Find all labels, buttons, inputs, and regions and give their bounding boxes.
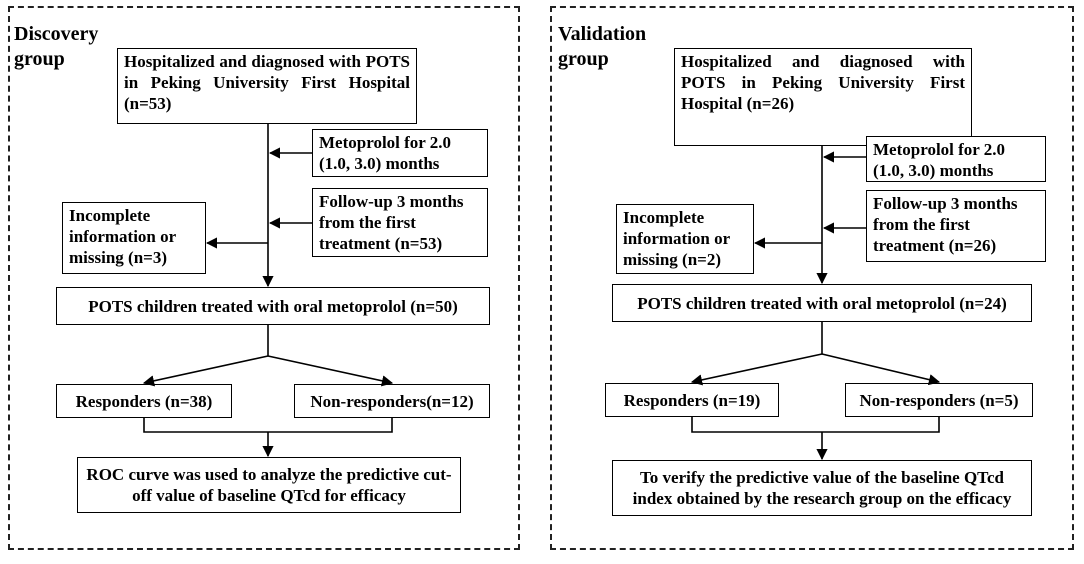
validation-incomplete-box: Incomplete information or missing (n=2): [616, 204, 754, 274]
validation-merge-bracket: [691, 417, 940, 433]
discovery-incomplete-box: Incomplete information or missing (n=3): [62, 202, 206, 274]
discovery-responders-arrow: [142, 355, 269, 387]
validation-followup-box: Follow-up 3 months from the first treatm…: [866, 190, 1046, 262]
validation-responders-box: Responders (n=19): [605, 383, 779, 417]
discovery-followup-box: Follow-up 3 months from the first treatm…: [312, 188, 488, 257]
validation-metoprolol-box: Metoprolol for 2.0 (1.0, 3.0) months: [866, 136, 1046, 182]
validation-nonresponders-arrow: [821, 353, 941, 386]
discovery-nonresponders-box: Non-responders(n=12): [294, 384, 490, 418]
validation-panel: [550, 6, 1074, 550]
validation-title: Validation group: [558, 23, 647, 70]
discovery-nonresponders-arrow: [267, 355, 394, 387]
validation-treated-box: POTS children treated with oral metoprol…: [612, 284, 1032, 322]
discovery-treated-box: POTS children treated with oral metoprol…: [56, 287, 490, 325]
discovery-metoprolol-box: Metoprolol for 2.0 (1.0, 3.0) months: [312, 129, 488, 177]
validation-nonresponders-box: Non-responders (n=5): [845, 383, 1033, 417]
validation-responders-arrow: [690, 353, 823, 386]
discovery-panel: [8, 6, 520, 550]
validation-hospital-box: Hospitalized and diagnosed with POTS in …: [674, 48, 972, 146]
discovery-merge-bracket: [143, 418, 393, 433]
discovery-result-box: ROC curve was used to analyze the predic…: [77, 457, 461, 513]
validation-result-box: To verify the predictive value of the ba…: [612, 460, 1032, 516]
discovery-title: Discovery group: [14, 23, 99, 70]
discovery-hospital-box: Hospitalized and diagnosed with POTS in …: [117, 48, 417, 124]
